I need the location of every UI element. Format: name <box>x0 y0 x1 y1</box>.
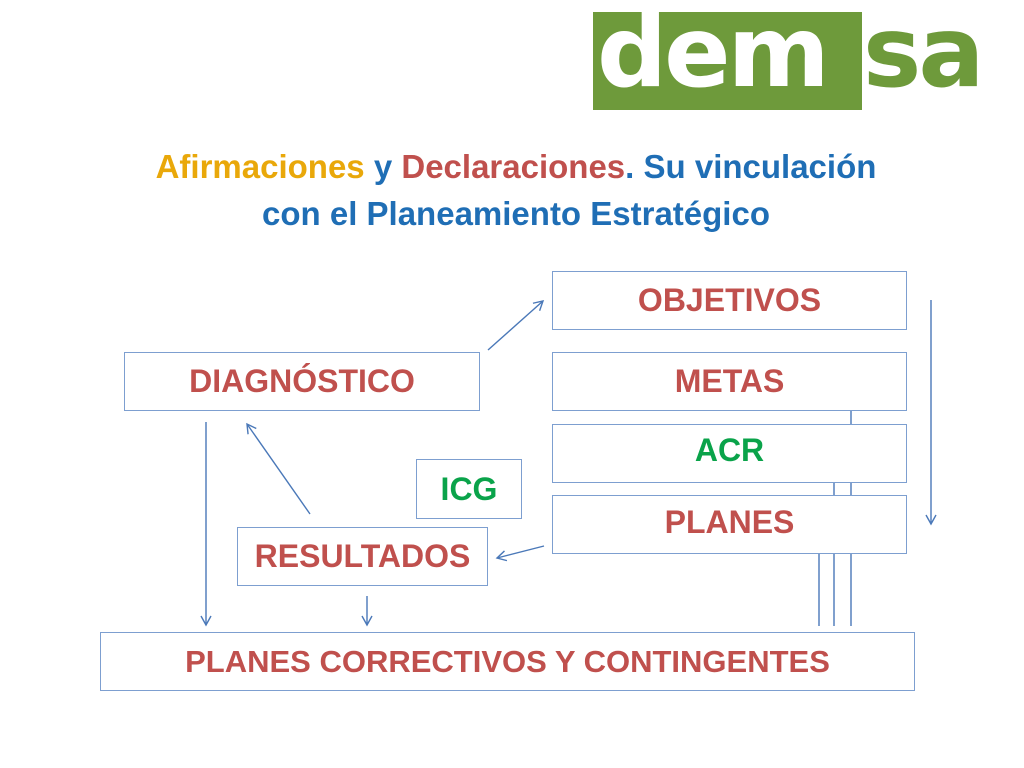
arrow-planes-to-resultados <box>495 545 545 562</box>
box-diagnostico: DIAGNÓSTICO <box>124 352 480 411</box>
logo-text-dem: dem <box>597 0 830 110</box>
box-resultados: RESULTADOS <box>237 527 488 586</box>
logo-green-block <box>593 12 862 110</box>
box-objetivos: OBJETIVOS <box>552 271 907 330</box>
box-planes-correctivos-label: PLANES CORRECTIVOS Y CONTINGENTES <box>185 643 830 679</box>
box-planes-correctivos: PLANES CORRECTIVOS Y CONTINGENTES <box>100 632 915 691</box>
box-objetivos-label: OBJETIVOS <box>637 282 822 318</box>
box-acr-label: ACR <box>694 432 765 468</box>
title-word-y: y <box>364 148 402 185</box>
box-icg-label: ICG <box>440 470 498 507</box>
title-word-vinculacion: . Su vinculación <box>625 148 877 185</box>
title-line-1: Afirmaciones y Declaraciones. Su vincula… <box>100 143 932 190</box>
arrow-diagnostico-to-objetivos <box>487 300 545 351</box>
arrow-resultados-to-diagnostico <box>246 422 311 515</box>
demsa-logo: dem sa <box>593 4 993 112</box>
box-acr: ACR <box>552 424 907 483</box>
box-planes-label: PLANES <box>664 504 795 540</box>
box-icg: ICG <box>416 459 522 519</box>
title-word-afirmaciones: Afirmaciones <box>155 148 365 185</box>
box-diagnostico-label: DIAGNÓSTICO <box>189 363 415 399</box>
box-metas-label: METAS <box>674 363 785 399</box>
logo-text-sa: sa <box>863 0 984 110</box>
box-resultados-label: RESULTADOS <box>254 538 471 574</box>
box-metas: METAS <box>552 352 907 411</box>
box-planes: PLANES <box>552 495 907 554</box>
slide-title: Afirmaciones y Declaraciones. Su vincula… <box>100 143 932 237</box>
title-word-declaraciones: Declaraciones <box>401 148 626 185</box>
title-line-2: con el Planeamiento Estratégico <box>262 195 770 232</box>
